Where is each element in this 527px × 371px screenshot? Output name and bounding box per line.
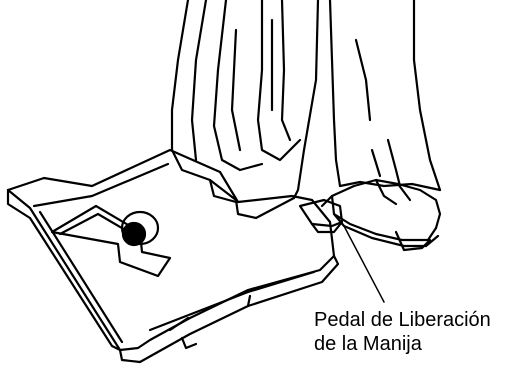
callout-line-2: de la Manija: [314, 333, 422, 355]
wheel-icon: [121, 221, 147, 247]
vacuum-body: [170, 0, 320, 220]
vacuum-base: [6, 148, 340, 364]
leg-and-shoe: [320, 0, 442, 252]
callout-leader-line: [343, 225, 385, 303]
callout-line-1: Pedal de Liberación: [314, 309, 491, 331]
pedal-callout-label: Pedal de Liberación de la Manija: [314, 308, 524, 356]
